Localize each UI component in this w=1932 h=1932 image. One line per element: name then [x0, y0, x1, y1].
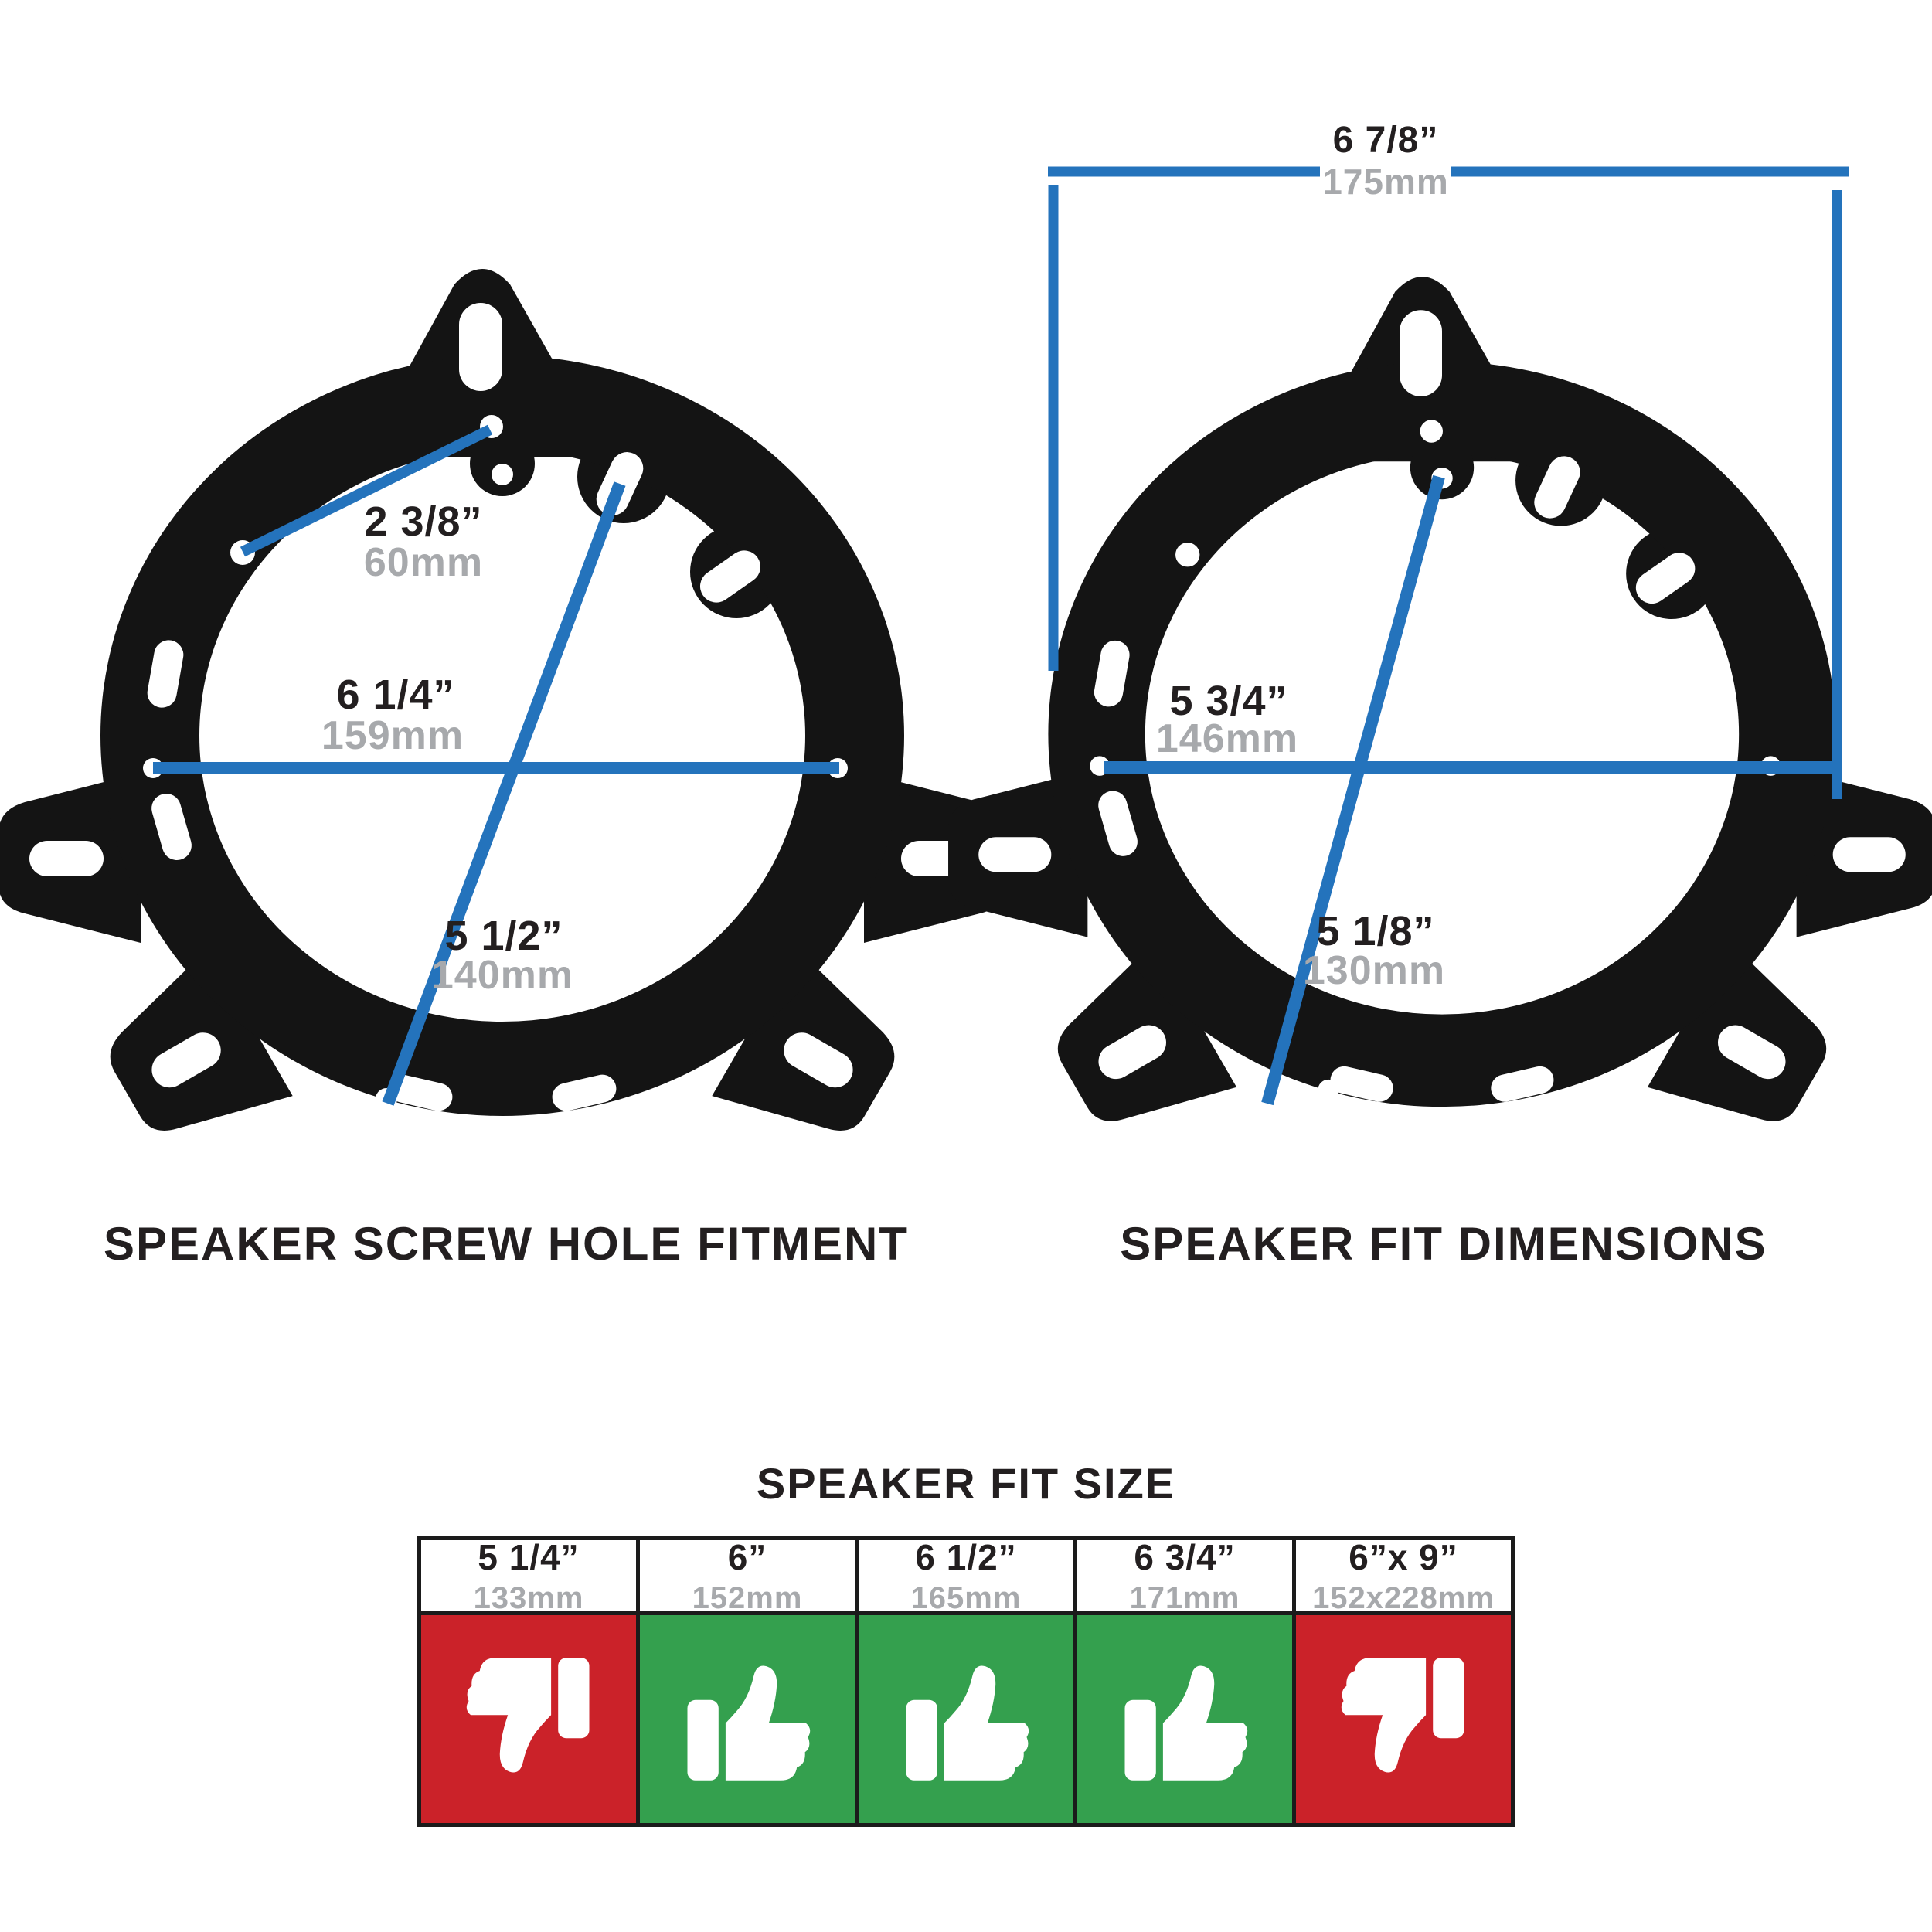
- fit-size-label: 5 1/4”: [478, 1536, 580, 1577]
- fit-size-mm: 152x228mm: [1312, 1580, 1495, 1615]
- dim-screw-spacing-inches: 2 3/8”: [364, 498, 483, 545]
- fit-col-header: 6 3/4” 171mm: [1077, 1537, 1292, 1615]
- fit-size-mm: 152mm: [692, 1580, 803, 1615]
- overall-width-bracket: [1048, 166, 1849, 799]
- dimline-screw-spacing: [240, 424, 493, 557]
- fit-cell: [1296, 1615, 1511, 1823]
- thumbs-down-icon: [466, 1658, 589, 1773]
- fit-size-label: 6 3/4”: [1134, 1536, 1236, 1577]
- fit-col-header: 6” 152mm: [640, 1537, 855, 1615]
- dim-diagonal-right-mm: 130mm: [1302, 948, 1446, 993]
- thumbs-up-icon: [687, 1665, 810, 1781]
- fit-size-label: 6”x 9”: [1349, 1536, 1458, 1577]
- dim-screw-spacing-mm: 60mm: [363, 540, 484, 585]
- dim-outer-diameter-inches: 6 1/4”: [336, 672, 455, 718]
- dim-overall-width-mm: 175mm: [1322, 162, 1449, 202]
- dim-diagonal-left-inches: 5 1/2”: [444, 913, 563, 959]
- speaker-fit-table: 5 1/4” 133mm 6” 152mm 6 1/2” 165mm 6 3/4…: [417, 1536, 1515, 1827]
- thumbs-up-icon: [906, 1665, 1029, 1781]
- fit-col-header: 5 1/4” 133mm: [421, 1537, 636, 1615]
- fit-cell: [859, 1615, 1073, 1823]
- dimline-diagonal-left: [382, 481, 626, 1106]
- thumbs-down-icon: [1341, 1658, 1464, 1773]
- fit-cell: [421, 1615, 636, 1823]
- fit-size-label: 6”: [727, 1536, 767, 1577]
- fit-cell: [1077, 1615, 1292, 1823]
- caption-screw-hole-fitment: SPEAKER SCREW HOLE FITMENT: [103, 1218, 910, 1270]
- fit-size-mm: 165mm: [910, 1580, 1022, 1615]
- caption-fit-dimensions: SPEAKER FIT DIMENSIONS: [1120, 1218, 1767, 1270]
- fit-size-label: 6 1/2”: [915, 1536, 1017, 1577]
- fit-size-mm: 133mm: [473, 1580, 584, 1615]
- dim-inner-diameter-inches: 5 3/4”: [1169, 678, 1288, 724]
- dim-diagonal-left-mm: 140mm: [430, 953, 574, 998]
- dim-outer-diameter-mm: 159mm: [321, 713, 464, 758]
- dim-overall-width-inches: 6 7/8”: [1332, 120, 1439, 161]
- fit-table-title: SPEAKER FIT SIZE: [756, 1459, 1176, 1508]
- dimline-diagonal-right: [1261, 474, 1445, 1106]
- fit-cell: [640, 1615, 855, 1823]
- fit-col-header: 6 1/2” 165mm: [859, 1537, 1073, 1615]
- dim-inner-diameter-mm: 146mm: [1155, 716, 1299, 761]
- fit-col-header: 6”x 9” 152x228mm: [1296, 1537, 1511, 1615]
- thumbs-up-icon: [1124, 1665, 1247, 1781]
- dim-diagonal-right-inches: 5 1/8”: [1316, 908, 1435, 954]
- fit-size-mm: 171mm: [1129, 1580, 1240, 1615]
